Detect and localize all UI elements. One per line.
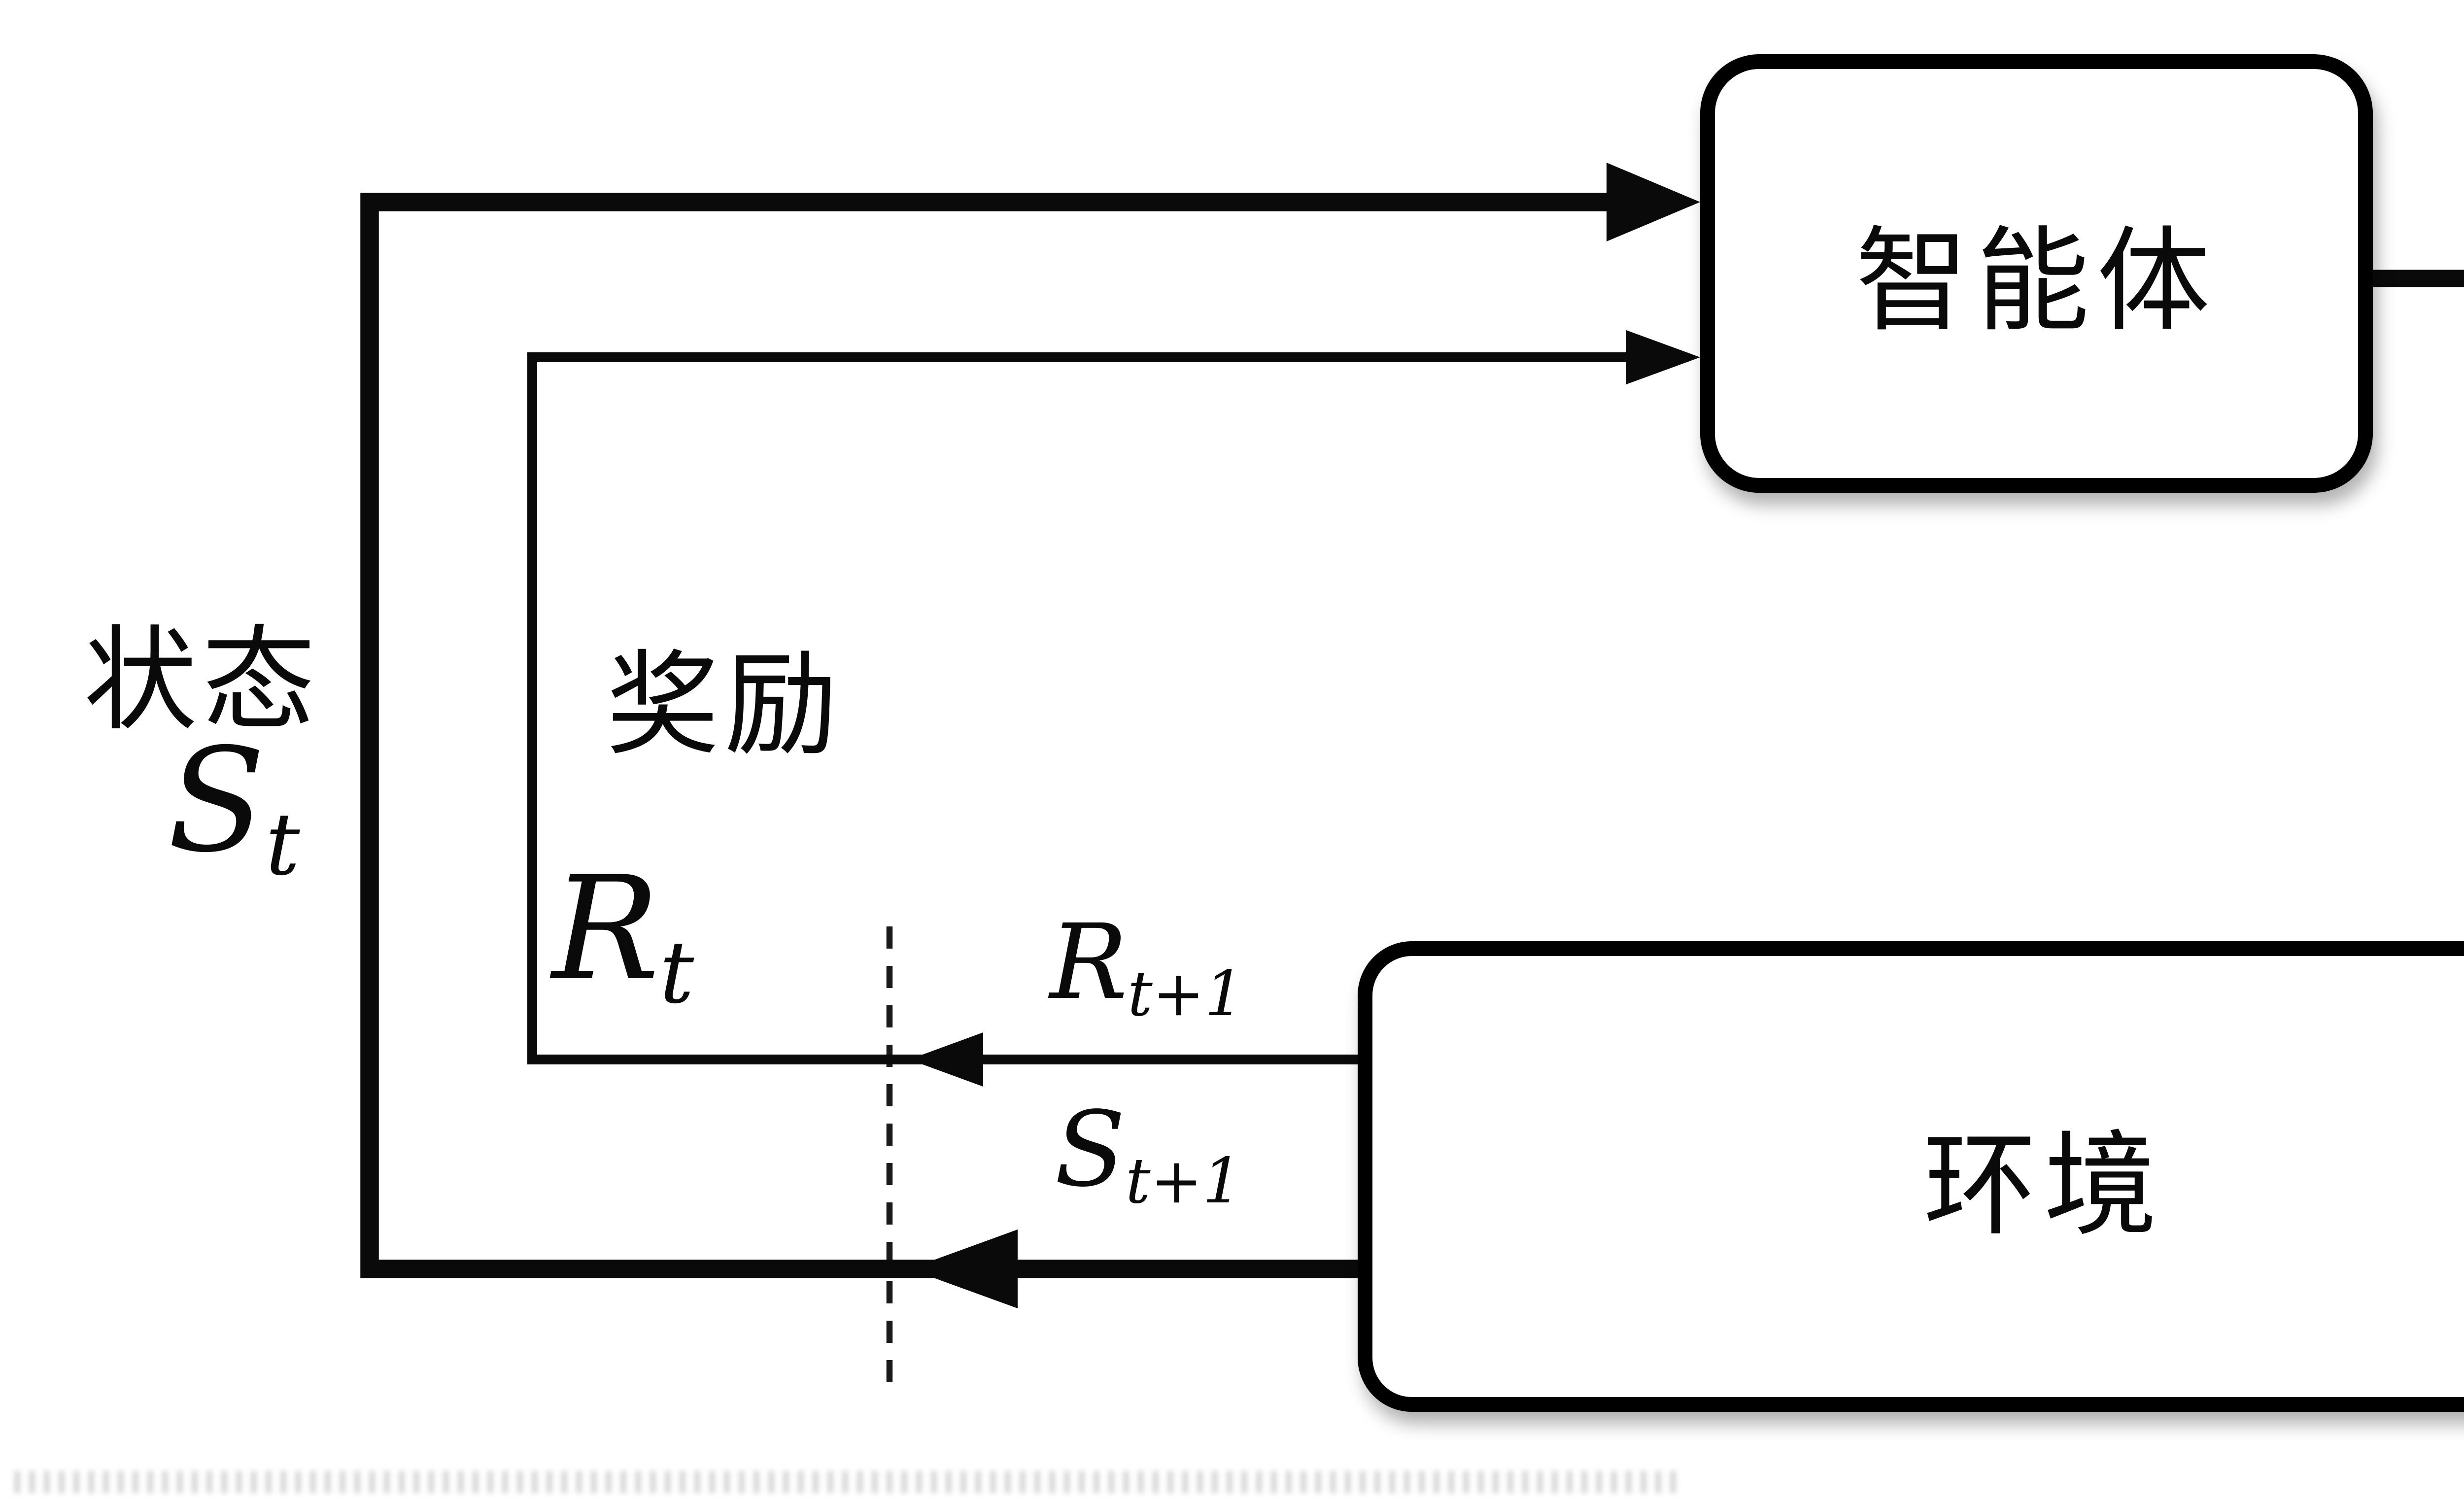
environment-box-label: 环境 bbox=[1923, 1117, 2165, 1251]
state-symbol: St bbox=[168, 729, 300, 890]
reward-symbol-letter: R bbox=[552, 845, 660, 1013]
state-symbol-subscript: t bbox=[265, 797, 300, 896]
next-state-symbol-subscript: t+1 bbox=[1125, 1146, 1242, 1218]
state-loop-line bbox=[360, 193, 1611, 1278]
next-state-symbol: St+1 bbox=[1055, 1098, 1242, 1213]
reward-into-agent-arrowhead-icon bbox=[1626, 330, 1700, 384]
agent-box-label: 智能体 bbox=[1855, 214, 2218, 347]
next-state-symbol-letter: S bbox=[1055, 1089, 1126, 1210]
environment-box: 环境 bbox=[1358, 941, 2464, 1412]
state-into-agent-arrowhead-icon bbox=[1607, 163, 1700, 241]
reward-symbol: Rt bbox=[552, 857, 694, 1018]
reward-caption: 奖励 bbox=[606, 638, 843, 771]
next-state-arrowhead-icon bbox=[909, 1230, 1018, 1308]
agent-box: 智能体 bbox=[1700, 54, 2373, 493]
next-reward-arrowhead-icon bbox=[909, 1032, 983, 1087]
state-symbol-letter: S bbox=[168, 717, 266, 885]
next-reward-symbol-subscript: t+1 bbox=[1128, 958, 1244, 1030]
next-reward-symbol-letter: R bbox=[1050, 902, 1128, 1023]
cut-off-caption-remnant bbox=[15, 1471, 1680, 1493]
state-caption: 状态 bbox=[84, 614, 320, 747]
next-reward-symbol: Rt+1 bbox=[1050, 911, 1244, 1025]
reward-symbol-subscript: t bbox=[659, 925, 694, 1025]
